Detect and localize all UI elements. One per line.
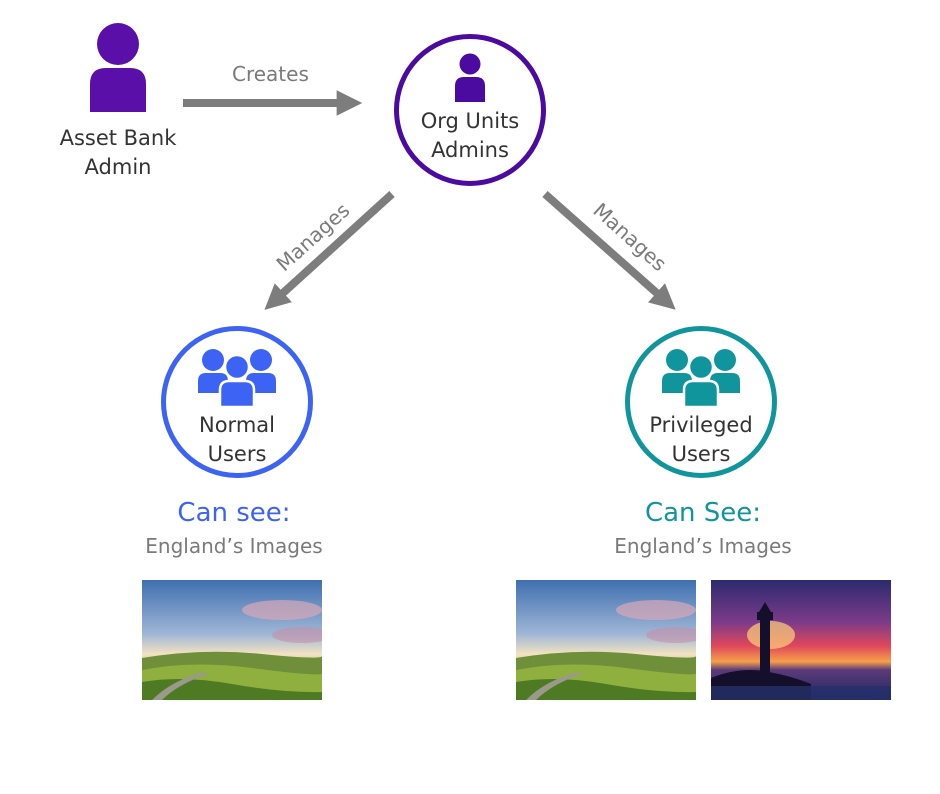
org-label-line1: Org Units (420, 109, 520, 133)
privileged-label: Privileged Users (630, 411, 772, 469)
countryside-landscape-image (516, 580, 696, 700)
normal-access-text: England’s Images (145, 534, 323, 558)
users-group-icon (198, 349, 276, 409)
privileged-label-line1: Privileged (649, 413, 753, 437)
normal-label-line1: Normal (199, 413, 275, 437)
org-person-icon (455, 53, 485, 102)
normal-users-node: Normal Users (161, 326, 313, 478)
normal-label-line2: Users (207, 442, 267, 466)
privileged-access-heading: Can See: (644, 498, 762, 528)
admin-label-line2: Admin (84, 155, 152, 179)
lighthouse-sunset-image (711, 580, 891, 700)
admin-person-icon (90, 23, 146, 112)
org-units-admins-node: Org Units Admins (394, 34, 546, 186)
privileged-access-text: England’s Images (614, 534, 792, 558)
normal-label: Normal Users (166, 411, 308, 469)
users-group-icon (662, 349, 740, 409)
creates-label: Creates (232, 62, 309, 86)
manages-left-arrow (264, 191, 395, 310)
org-label: Org Units Admins (399, 107, 541, 165)
privileged-label-line2: Users (671, 442, 731, 466)
normal-access-heading: Can see: (177, 498, 291, 528)
countryside-landscape-image (142, 580, 322, 700)
org-label-line2: Admins (431, 138, 509, 162)
admin-label-line1: Asset Bank (59, 126, 177, 150)
privileged-users-node: Privileged Users (625, 326, 777, 478)
admin-label: Asset Bank Admin (48, 124, 188, 182)
manages-right-arrow (542, 191, 676, 310)
